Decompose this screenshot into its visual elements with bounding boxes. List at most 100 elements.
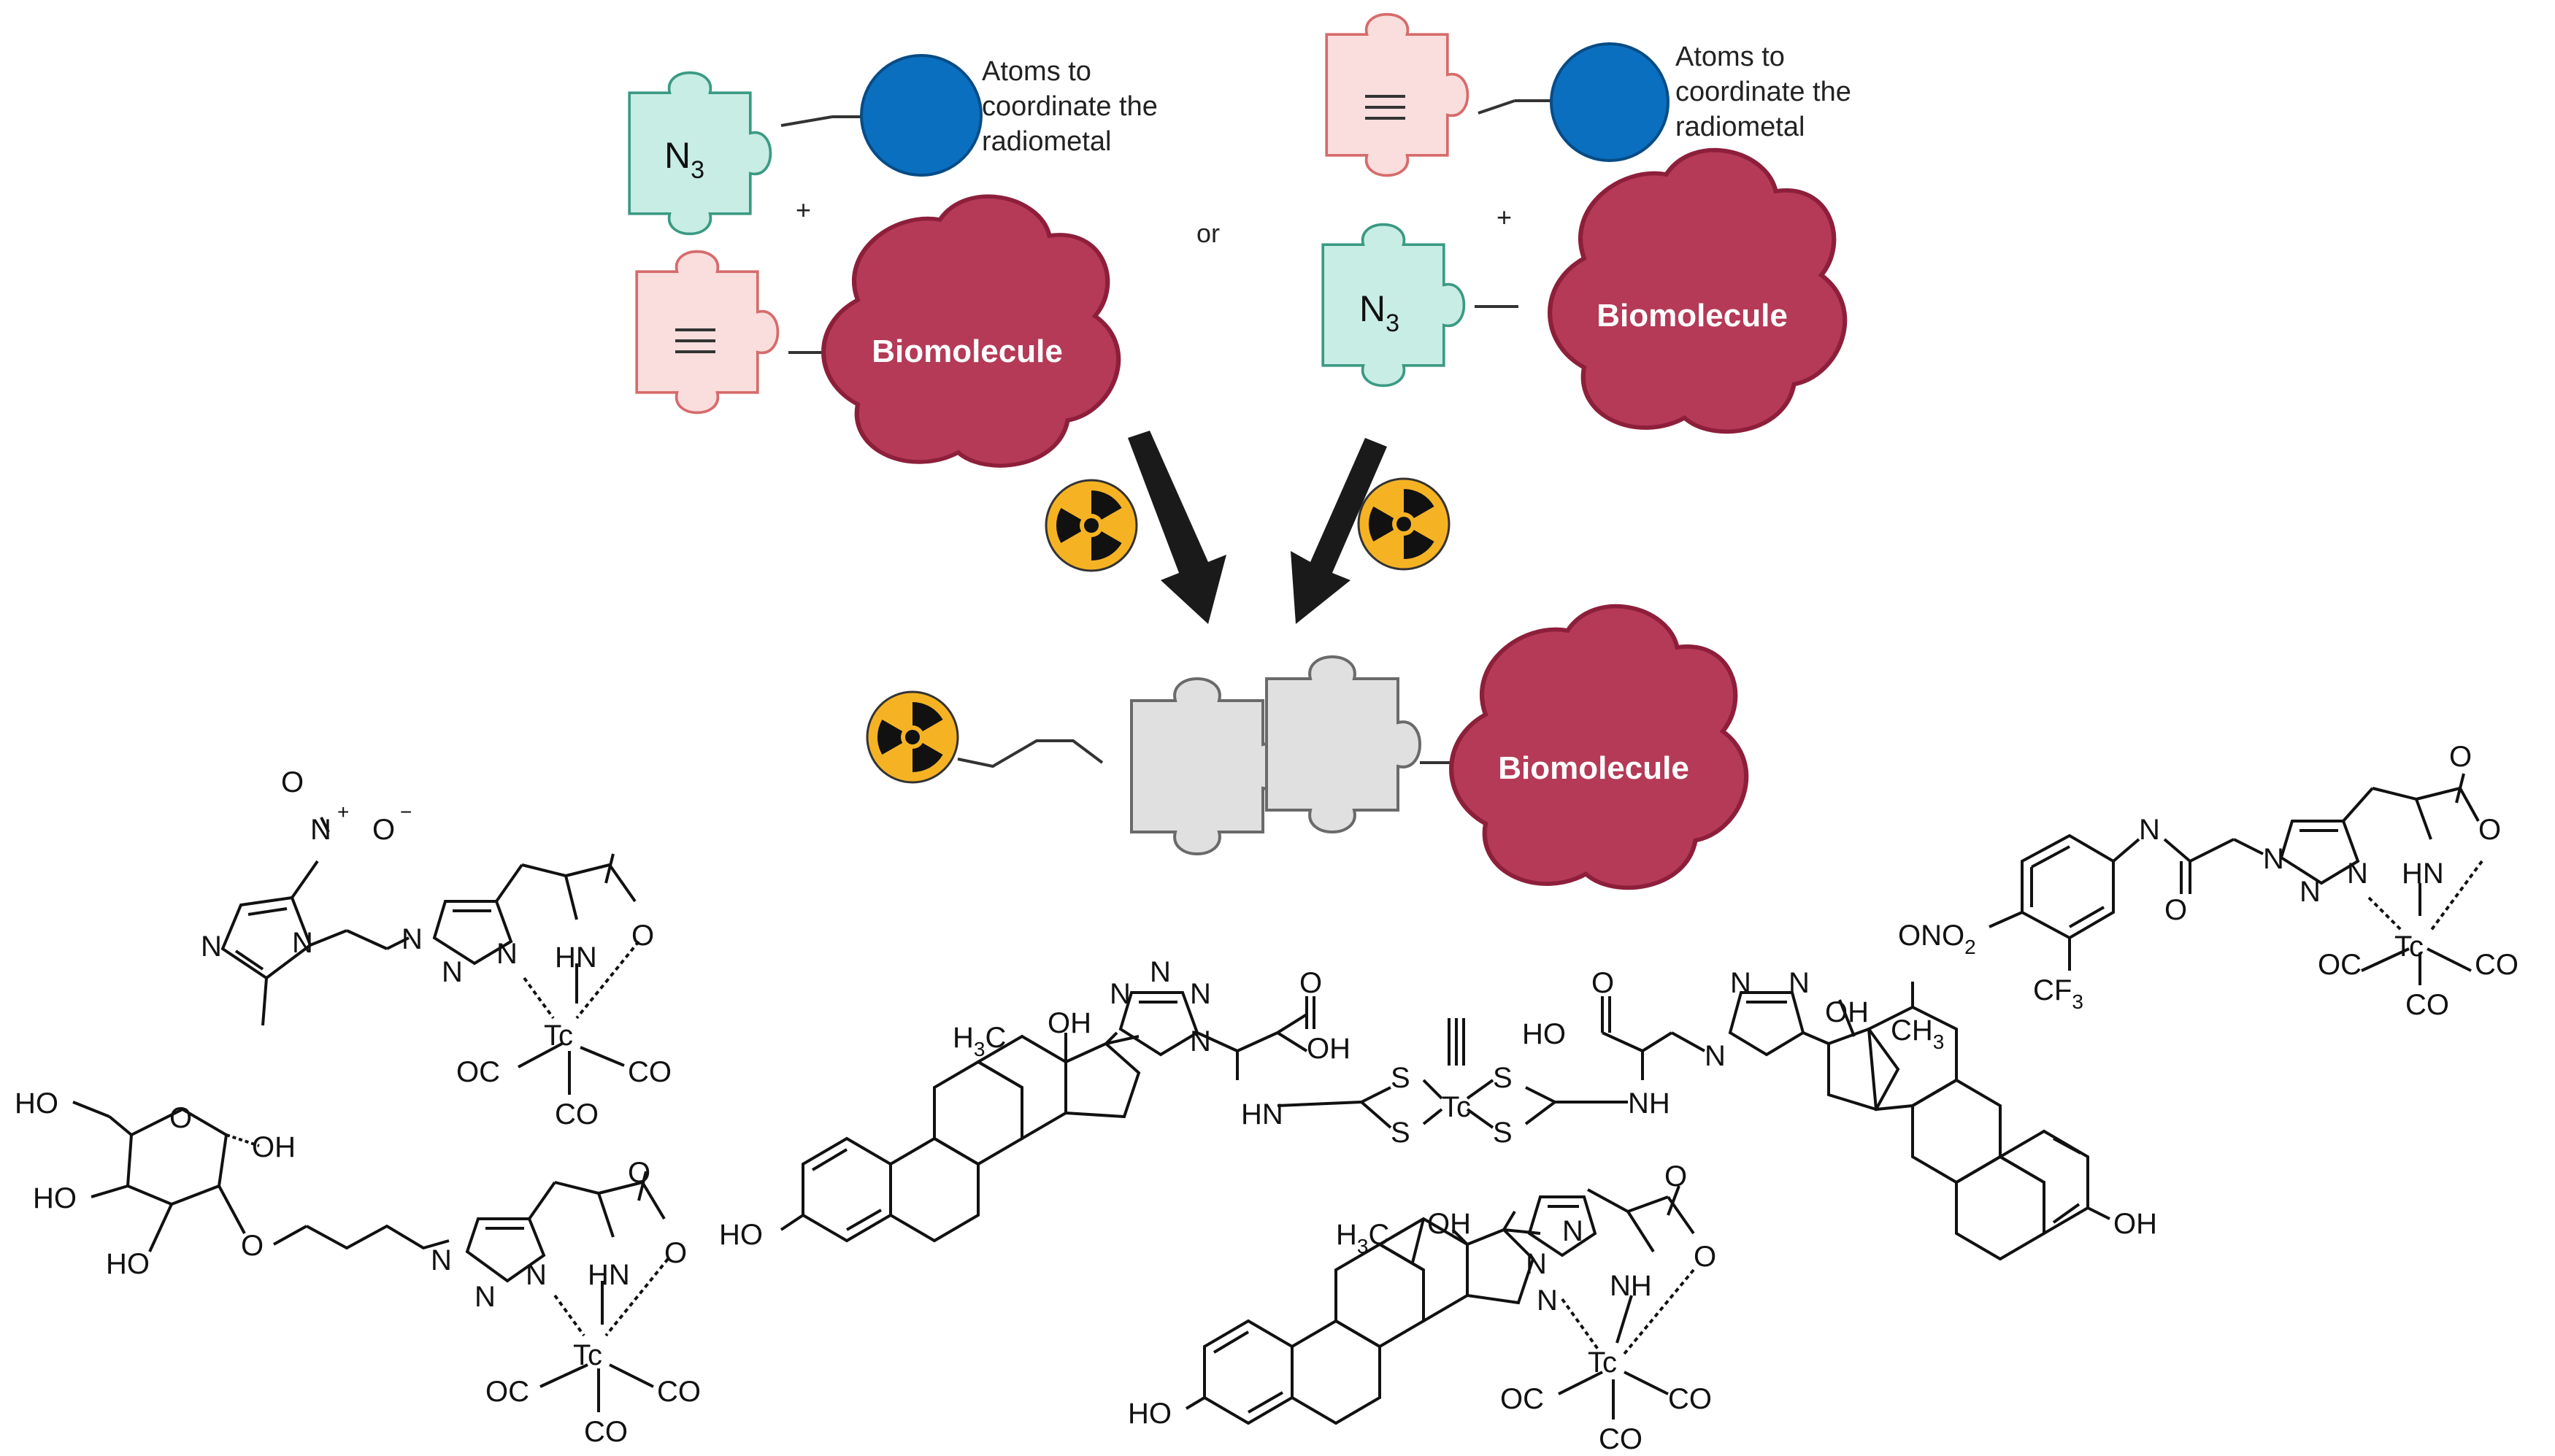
svg-text:N: N (1526, 1248, 1547, 1280)
chelator-label-line2: coordinate the (1675, 77, 1851, 107)
svg-text:OH: OH (252, 1131, 296, 1163)
estradiol-dimer-atom-labels: H3C OH N N N O OH N S S Tc S S HN NH HO … (719, 956, 1944, 1251)
svg-text:Tc: Tc (1442, 1091, 1471, 1123)
svg-text:O: O (1664, 1160, 1687, 1193)
svg-text:OC: OC (485, 1376, 529, 1408)
product-puzzle-left (1130, 677, 1286, 855)
left-scheme: N3 Atoms to coordinate the radiometal + … (628, 54, 1158, 466)
plus-sign: + (1496, 202, 1512, 232)
svg-text:CF3: CF3 (2033, 974, 2083, 1013)
svg-text:N: N (2300, 876, 2321, 908)
azide-puzzle-piece (1321, 223, 1466, 388)
svg-text:N: N (1730, 967, 1751, 999)
svg-text:CO: CO (2475, 949, 2518, 981)
product-conjugate: Biomolecule (866, 606, 1746, 888)
svg-text:HO: HO (1128, 1398, 1172, 1430)
svg-text:N: N (2139, 814, 2160, 846)
svg-text:N: N (2347, 858, 2368, 890)
structure-nitroimidazole-tc (220, 817, 640, 1095)
svg-text:−: − (400, 801, 412, 823)
svg-text:O: O (169, 1102, 192, 1134)
svg-text:Tc: Tc (573, 1339, 602, 1371)
svg-text:N: N (292, 927, 313, 959)
svg-text:S: S (1493, 1062, 1513, 1094)
product-puzzle-right (1265, 655, 1421, 833)
alkyne-triple-bond-icon (675, 328, 715, 353)
svg-text:N: N (1110, 978, 1131, 1010)
svg-text:O: O (1694, 1241, 1716, 1273)
chelator-label-line3: radiometal (982, 126, 1111, 157)
svg-text:H3C: H3C (953, 1022, 1006, 1060)
svg-text:S: S (1391, 1062, 1410, 1094)
structure-estradiol-dimer-tc (780, 982, 2110, 1261)
svg-text:O: O (2164, 894, 2187, 926)
arrow-right (1291, 438, 1387, 624)
azide-puzzle-piece (628, 71, 772, 236)
alkyne-triple-bond-icon (1365, 95, 1405, 120)
svg-text:S: S (1493, 1117, 1513, 1149)
structure-glucose-tc (72, 1101, 669, 1412)
svg-text:OC: OC (1500, 1383, 1544, 1415)
svg-text:NH: NH (1610, 1270, 1652, 1302)
svg-text:OH: OH (1048, 1007, 1091, 1039)
svg-text:N: N (1190, 1025, 1211, 1058)
svg-text:CO: CO (584, 1416, 628, 1448)
or-label: or (1196, 218, 1220, 248)
chelator-sphere (1550, 42, 1670, 162)
chelator-label-line1: Atoms to (1675, 42, 1785, 72)
plus-sign: + (796, 195, 811, 225)
svg-text:O: O (2449, 741, 2472, 773)
svg-text:Tc: Tc (544, 1020, 573, 1052)
chelator-label-line3: radiometal (1675, 112, 1805, 142)
svg-text:N: N (1537, 1284, 1558, 1317)
svg-text:OH: OH (1825, 996, 1869, 1028)
svg-text:Tc: Tc (2394, 931, 2424, 963)
svg-text:OC: OC (456, 1056, 500, 1088)
svg-text:+: + (337, 801, 349, 823)
reaction-arrows (1128, 431, 1387, 624)
svg-text:O: O (241, 1230, 264, 1262)
svg-text:CO: CO (628, 1056, 672, 1088)
svg-text:O: O (1591, 967, 1614, 999)
svg-text:HN: HN (1241, 1098, 1283, 1130)
svg-text:Tc: Tc (1588, 1347, 1617, 1379)
nitroimidazole-atom-labels: O N O N N N N N HN O Tc OC CO CO + − (201, 766, 672, 1130)
svg-text:N: N (1788, 967, 1810, 999)
svg-text:OH: OH (1427, 1208, 1471, 1240)
svg-text:HO: HO (106, 1248, 150, 1280)
svg-text:HO: HO (1522, 1018, 1566, 1050)
svg-text:N: N (2263, 843, 2284, 875)
svg-text:HO: HO (15, 1087, 58, 1120)
structure-estradiol-tricarbonyl-tc (1185, 1185, 1695, 1425)
svg-text:O: O (628, 1157, 650, 1189)
svg-text:N: N (442, 956, 463, 988)
radiation-icon (1357, 477, 1451, 571)
svg-text:N: N (310, 814, 331, 846)
svg-text:S: S (1391, 1117, 1410, 1149)
svg-text:CH3: CH3 (1891, 1014, 1944, 1053)
svg-text:N: N (201, 931, 222, 963)
glucose-atom-labels: HO O OH HO HO O N N N HN O O Tc OC CO CO (15, 1087, 701, 1448)
svg-text:H3C: H3C (1336, 1219, 1389, 1257)
svg-text:N: N (1705, 1040, 1726, 1072)
svg-text:CO: CO (555, 1098, 599, 1130)
chelator-sphere (860, 54, 983, 177)
svg-text:O: O (2478, 814, 2501, 846)
alkyne-puzzle-piece (635, 250, 780, 415)
svg-text:CO: CO (657, 1376, 701, 1408)
svg-text:CO: CO (1668, 1383, 1712, 1415)
structure-flutamide-tc (1989, 773, 2483, 985)
svg-text:N: N (496, 938, 518, 970)
estradiol-tricarbonyl-atom-labels: H3C OH N N N O NH O Tc OC CO CO HO (1128, 1160, 1716, 1455)
svg-text:CO: CO (2405, 989, 2449, 1021)
svg-text:HN: HN (2402, 858, 2444, 890)
biomolecule-label: Biomolecule (1498, 750, 1689, 786)
svg-text:HN: HN (555, 941, 597, 974)
svg-text:HO: HO (33, 1182, 77, 1214)
biomolecule-label: Biomolecule (1597, 298, 1788, 334)
svg-text:ONO2: ONO2 (1898, 920, 1976, 958)
biomolecule-blob (1451, 606, 1746, 888)
svg-text:N: N (402, 923, 423, 955)
svg-text:OH: OH (1460, 1156, 1461, 1158)
